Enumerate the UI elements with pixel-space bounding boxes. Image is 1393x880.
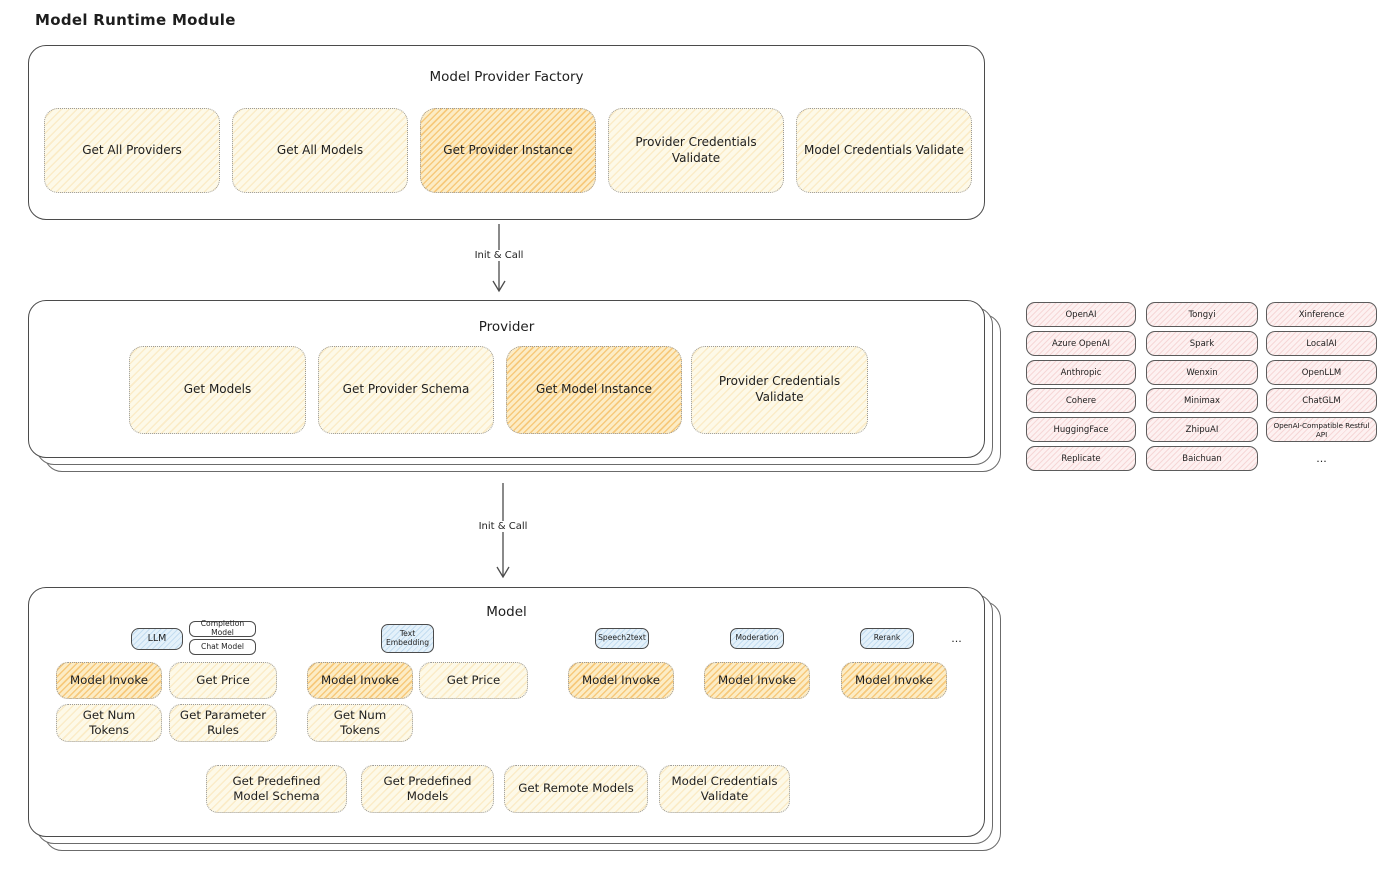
- node-get-provider-instance: Get Provider Instance: [420, 108, 596, 193]
- node-llm-get-price: Get Price: [169, 662, 277, 699]
- provider-box: Provider Get Models Get Provider Schema …: [28, 300, 985, 458]
- node-get-models: Get Models: [129, 346, 306, 434]
- tag-completion-model: Completion Model: [189, 619, 256, 637]
- provider-chip-replicate: Replicate: [1026, 446, 1136, 471]
- node-moderation-model-invoke: Model Invoke: [704, 662, 810, 699]
- node-provider-credentials-validate: Provider Credentials Validate: [608, 108, 784, 193]
- tag-speech2text: Speech2text: [595, 628, 649, 649]
- init-call-label-1: Init & Call: [459, 250, 539, 261]
- page-title: Model Runtime Module: [35, 11, 236, 29]
- node-model-credentials-validate-2: Model Credentials Validate: [659, 765, 790, 813]
- provider-grid-more-ellipsis: ...: [1316, 452, 1327, 465]
- node-get-all-providers: Get All Providers: [44, 108, 220, 193]
- node-get-provider-schema: Get Provider Schema: [318, 346, 494, 434]
- tag-llm: LLM: [131, 628, 183, 650]
- node-llm-get-num-tokens: Get Num Tokens: [56, 704, 162, 742]
- tag-chat-model: Chat Model: [189, 639, 256, 655]
- provider-chip-huggingface: HuggingFace: [1026, 417, 1136, 442]
- node-llm-get-parameter-rules: Get Parameter Rules: [169, 704, 277, 742]
- provider-chip-openai-compatible: OpenAI-Compatible Restful API: [1266, 417, 1377, 442]
- model-title: Model: [486, 604, 527, 620]
- node-embedding-model-invoke: Model Invoke: [307, 662, 413, 699]
- node-embedding-get-num-tokens: Get Num Tokens: [307, 704, 413, 742]
- provider-chip-baichuan: Baichuan: [1146, 446, 1258, 471]
- provider-title: Provider: [478, 319, 535, 335]
- node-provider-credentials-validate-2: Provider Credentials Validate: [691, 346, 868, 434]
- factory-title: Model Provider Factory: [429, 69, 584, 85]
- node-rerank-model-invoke: Model Invoke: [841, 662, 947, 699]
- provider-chip-anthropic: Anthropic: [1026, 360, 1136, 385]
- tag-text-embedding: Text Embedding: [381, 624, 434, 653]
- node-model-credentials-validate: Model Credentials Validate: [796, 108, 972, 193]
- node-get-predefined-model-schema: Get Predefined Model Schema: [206, 765, 347, 813]
- provider-chip-chatglm: ChatGLM: [1266, 388, 1377, 413]
- provider-chip-openllm: OpenLLM: [1266, 360, 1377, 385]
- tag-moderation: Moderation: [730, 628, 784, 649]
- node-get-remote-models: Get Remote Models: [504, 765, 648, 813]
- model-tags-more-ellipsis: ...: [951, 632, 962, 645]
- provider-chip-cohere: Cohere: [1026, 388, 1136, 413]
- node-embedding-get-price: Get Price: [419, 662, 528, 699]
- node-get-all-models: Get All Models: [232, 108, 408, 193]
- factory-box: Model Provider Factory Get All Providers…: [28, 45, 985, 220]
- provider-chip-spark: Spark: [1146, 331, 1258, 356]
- provider-chip-xinference: Xinference: [1266, 302, 1377, 327]
- provider-chip-tongyi: Tongyi: [1146, 302, 1258, 327]
- provider-chip-localai: LocalAI: [1266, 331, 1377, 356]
- provider-chip-wenxin: Wenxin: [1146, 360, 1258, 385]
- model-box: Model LLM Completion Model Chat Model Te…: [28, 587, 985, 837]
- provider-chip-zhipuai: ZhipuAI: [1146, 417, 1258, 442]
- node-speech2text-model-invoke: Model Invoke: [568, 662, 674, 699]
- provider-chip-openai: OpenAI: [1026, 302, 1136, 327]
- node-get-model-instance: Get Model Instance: [506, 346, 682, 434]
- node-get-predefined-models: Get Predefined Models: [361, 765, 494, 813]
- provider-chip-azure-openai: Azure OpenAI: [1026, 331, 1136, 356]
- node-llm-model-invoke: Model Invoke: [56, 662, 162, 699]
- tag-rerank: Rerank: [860, 628, 914, 649]
- init-call-label-2: Init & Call: [463, 521, 543, 532]
- provider-chip-minimax: Minimax: [1146, 388, 1258, 413]
